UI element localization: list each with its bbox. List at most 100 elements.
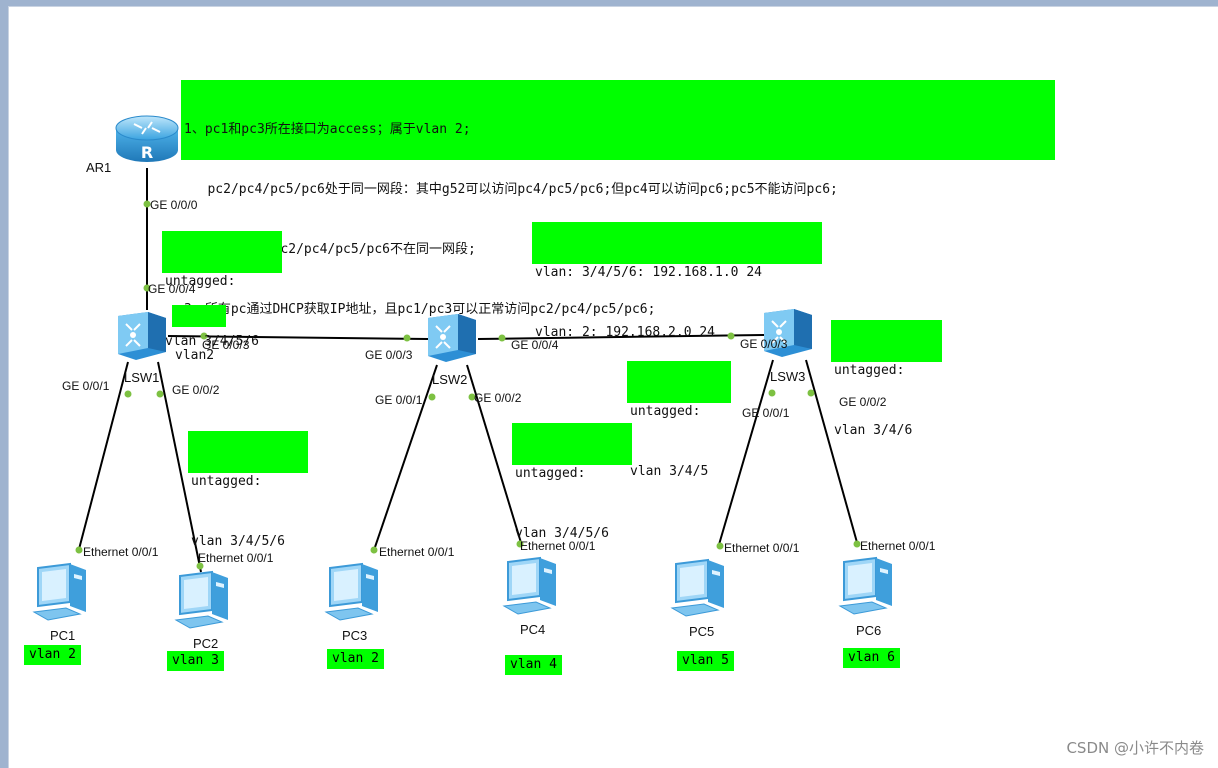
requirement-line: pc2/pc4/pc5/pc6处于同一网段：其中g52可以访问pc4/pc5/p… bbox=[184, 182, 838, 197]
pc1-vlan-tag: vlan 2 bbox=[24, 645, 81, 665]
port-dot bbox=[75, 546, 83, 554]
port-dot bbox=[196, 562, 204, 570]
port-label: GE 0/0/4 bbox=[148, 282, 196, 296]
port-label: GE 0/0/2 bbox=[474, 391, 522, 405]
switch-lsw1[interactable] bbox=[112, 308, 172, 364]
lsw1-pc2-note: untagged: vlan 3/4/5/6 bbox=[188, 431, 308, 549]
switch-icon bbox=[118, 312, 166, 360]
note-line: vlan2 bbox=[175, 348, 215, 363]
device-label-ar1: AR1 bbox=[86, 160, 112, 175]
pc2[interactable] bbox=[172, 570, 242, 632]
note-line: vlan 3/4/5/6 bbox=[165, 334, 259, 349]
link-lsw2-pc4 bbox=[466, 364, 523, 547]
switch-lsw3[interactable] bbox=[758, 305, 818, 361]
link-lsw1-pc2 bbox=[157, 361, 202, 573]
device-label-lsw3: LSW3 bbox=[770, 369, 806, 384]
watermark: CSDN @小许不内卷 bbox=[1066, 739, 1204, 757]
link-lsw1-lsw2 bbox=[167, 335, 429, 340]
port-label: GE 0/0/4 bbox=[511, 338, 559, 352]
port-dot bbox=[143, 200, 151, 208]
lsw2-lsw3-note: untagged: vlan 3/4/5 bbox=[627, 361, 731, 479]
port-label: Ethernet 0/0/1 bbox=[520, 539, 596, 553]
pc-icon bbox=[32, 562, 86, 621]
note-line: vlan 3/4/5 bbox=[630, 464, 709, 479]
port-dot bbox=[768, 389, 776, 397]
device-label-pc6: PC6 bbox=[856, 623, 882, 638]
pc3[interactable] bbox=[322, 562, 392, 624]
switch-lsw2[interactable] bbox=[422, 310, 482, 366]
pc5[interactable] bbox=[668, 558, 738, 620]
port-dot bbox=[403, 334, 411, 342]
svg-text:R: R bbox=[141, 143, 153, 162]
port-dot bbox=[716, 542, 724, 550]
link-lsw2-lsw3 bbox=[477, 334, 766, 340]
port-label: GE 0/0/2 bbox=[839, 395, 887, 409]
port-dot bbox=[498, 334, 506, 342]
lsw2-pc4-note: untagged: vlan 3/4/5/6 bbox=[512, 423, 632, 541]
port-dot bbox=[807, 389, 815, 397]
subnet-line: vlan: 3/4/5/6: 192.168.1.0 24 bbox=[535, 265, 762, 280]
switch-icon bbox=[764, 309, 812, 357]
pc2-vlan-tag: vlan 3 bbox=[167, 651, 224, 671]
port-label: GE 0/0/3 bbox=[202, 338, 250, 352]
port-dot bbox=[370, 546, 378, 554]
link-lsw2-pc3 bbox=[372, 364, 438, 554]
router-ar1[interactable]: R bbox=[112, 110, 182, 172]
ar1-lsw1-note: untagged: vlan 3/4/5/6 bbox=[162, 231, 282, 349]
pc-icon bbox=[670, 558, 724, 617]
pc4[interactable] bbox=[500, 556, 570, 618]
device-label-pc5: PC5 bbox=[689, 624, 715, 639]
port-label: GE 0/0/0 bbox=[150, 198, 198, 212]
device-label-lsw1: LSW1 bbox=[124, 370, 160, 385]
note-line: vlan 3/4/5/6 bbox=[515, 526, 609, 541]
port-label: GE 0/0/1 bbox=[742, 406, 790, 420]
requirement-line: 3、所有pc通过DHCP获取IP地址，且pc1/pc3可以正常访问pc2/pc4… bbox=[184, 302, 656, 317]
subnet-line: vlan: 2: 192.168.2.0 24 bbox=[535, 325, 716, 340]
device-label-pc2: PC2 bbox=[193, 636, 219, 651]
window-frame-left bbox=[0, 0, 8, 768]
window-frame-top bbox=[0, 0, 1218, 6]
note-line: vlan 3/4/6 bbox=[834, 423, 913, 438]
note-line: untagged: bbox=[630, 404, 701, 419]
note-line: untagged: bbox=[515, 466, 586, 481]
pc-icon bbox=[174, 570, 228, 629]
port-label: GE 0/0/2 bbox=[172, 383, 220, 397]
port-dot bbox=[516, 540, 524, 548]
link-lsw1-pc1 bbox=[77, 361, 129, 554]
port-label: GE 0/0/3 bbox=[365, 348, 413, 362]
port-dot bbox=[143, 284, 151, 292]
note-line: untagged: bbox=[191, 474, 262, 489]
link-lsw3-pc5 bbox=[717, 359, 774, 549]
pc-icon bbox=[324, 562, 378, 621]
lsw1-vlan-note: vlan2 bbox=[172, 305, 226, 363]
device-label-pc1: PC1 bbox=[50, 628, 76, 643]
note-line: vlan 3/4/5/6 bbox=[191, 534, 285, 549]
pc6-vlan-tag: vlan 6 bbox=[843, 648, 900, 668]
port-label: Ethernet 0/0/1 bbox=[83, 545, 159, 559]
pc4-vlan-tag: vlan 4 bbox=[505, 655, 562, 675]
subnet-note: vlan: 3/4/5/6: 192.168.1.0 24 vlan: 2: 1… bbox=[532, 222, 822, 340]
port-dot bbox=[156, 390, 164, 398]
device-label-pc4: PC4 bbox=[520, 622, 546, 637]
port-label: Ethernet 0/0/1 bbox=[198, 551, 274, 565]
port-label: GE 0/0/3 bbox=[740, 337, 788, 351]
canvas-area bbox=[8, 6, 1218, 768]
switch-icon bbox=[428, 314, 476, 362]
port-dot bbox=[853, 540, 861, 548]
port-label: Ethernet 0/0/1 bbox=[379, 545, 455, 559]
link-lsw3-pc6 bbox=[805, 359, 859, 547]
port-label: GE 0/0/1 bbox=[62, 379, 110, 393]
pc-icon bbox=[502, 556, 556, 615]
port-dot bbox=[727, 332, 735, 340]
port-dot bbox=[428, 393, 436, 401]
requirements-note: 1、pc1和pc3所在接口为access；属于vlan 2; pc2/pc4/p… bbox=[181, 80, 1055, 317]
note-line: untagged: bbox=[165, 274, 236, 289]
pc1[interactable] bbox=[30, 562, 100, 624]
pc3-vlan-tag: vlan 2 bbox=[327, 649, 384, 669]
note-line: untagged: bbox=[834, 363, 905, 378]
port-dot bbox=[200, 332, 208, 340]
device-label-lsw2: LSW2 bbox=[432, 372, 468, 387]
requirement-line: 1、pc1和pc3所在接口为access；属于vlan 2; bbox=[184, 122, 471, 137]
pc6[interactable] bbox=[836, 556, 906, 618]
